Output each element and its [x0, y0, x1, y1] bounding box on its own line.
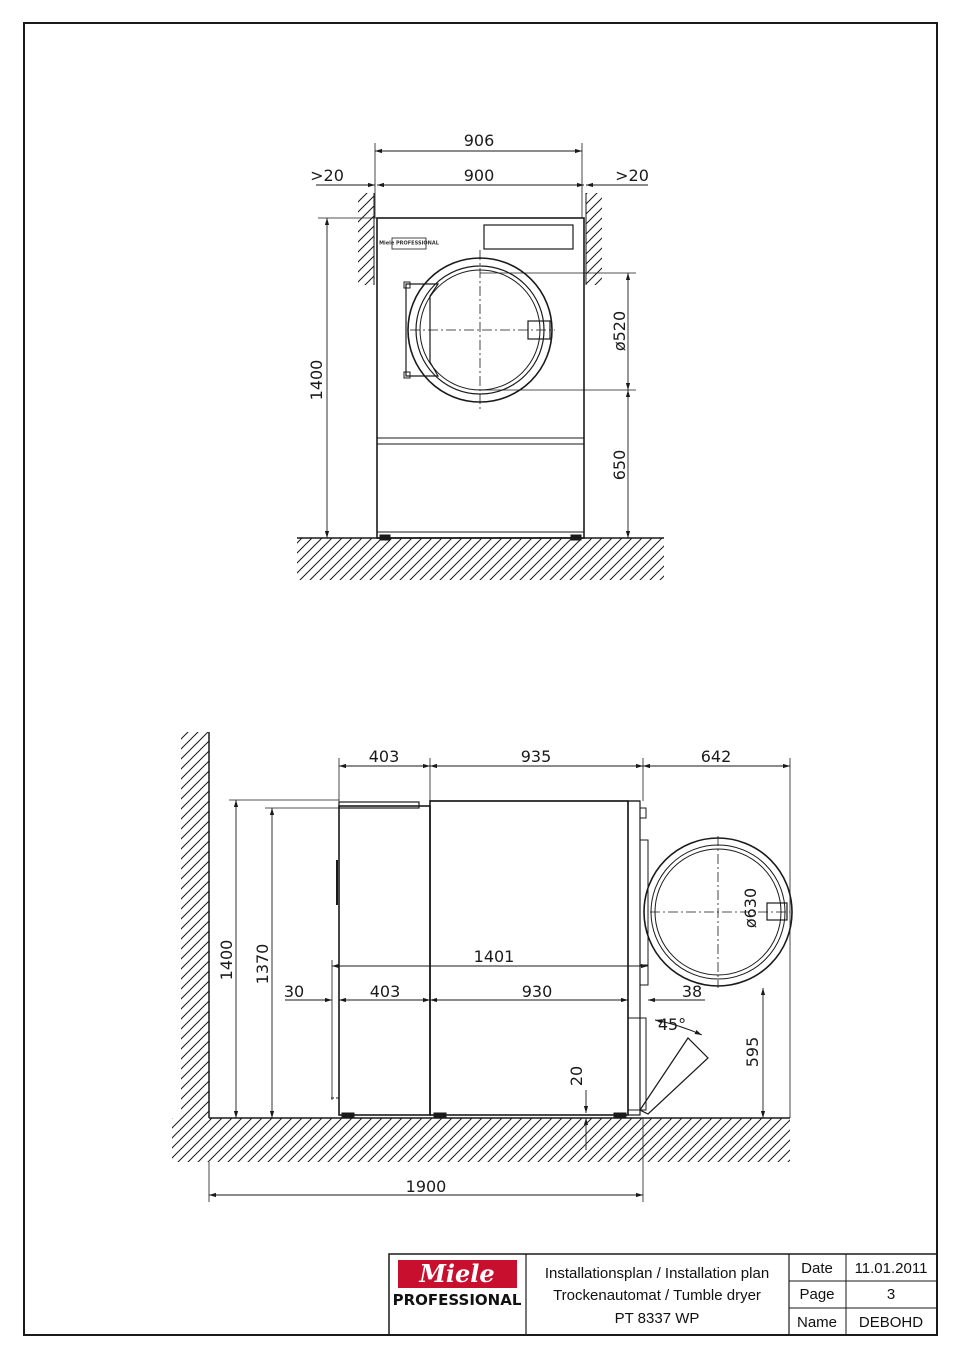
- front-view: Miele PROFESSIONAL: [297, 143, 664, 580]
- dim-side-642: 642: [701, 747, 732, 766]
- front-logo-plate: [391, 237, 427, 250]
- name-value: DEBOHD: [859, 1314, 923, 1331]
- front-right-wall: [586, 193, 602, 285]
- side-view: [172, 732, 793, 1202]
- dim-900: 900: [464, 166, 495, 185]
- title-line-tumble-dryer: Trockenautomat / Tumble dryer: [553, 1287, 761, 1304]
- title-block: [388, 1253, 938, 1336]
- name-label: Name: [797, 1314, 837, 1331]
- dim-side-403-foot: 403: [370, 982, 401, 1001]
- front-door-hinge: [405, 283, 440, 377]
- dim-front-height: 1400: [307, 360, 326, 401]
- side-rear-section: [338, 805, 431, 1116]
- date-label: Date: [801, 1260, 833, 1277]
- dim-906: 906: [464, 131, 495, 150]
- side-floor-hatch: [172, 1118, 790, 1162]
- front-left-wall: [358, 193, 374, 285]
- dim-side-930: 930: [522, 982, 553, 1001]
- dim-side-1900: 1900: [406, 1177, 447, 1196]
- dim-side-403-top: 403: [369, 747, 400, 766]
- dim-side-1370: 1370: [253, 944, 272, 985]
- date-value: 11.01.2011: [855, 1260, 928, 1277]
- side-wall-hatch: [181, 732, 209, 1118]
- dim-side-935: 935: [521, 747, 552, 766]
- page-value: 3: [887, 1286, 895, 1303]
- dim-door-diameter-520: ø520: [610, 311, 629, 351]
- dim-side-38: 38: [682, 982, 702, 1001]
- dim-door-center-650: 650: [610, 450, 629, 481]
- dim-side-1400: 1400: [217, 940, 236, 981]
- dim-side-diameter-630: ø630: [741, 888, 760, 928]
- miele-logo-professional: PROFESSIONAL: [393, 1291, 522, 1309]
- side-lint-door: [639, 1037, 709, 1115]
- dim-side-45-degree: 45°: [658, 1015, 686, 1034]
- dim-side-30: 30: [284, 982, 304, 1001]
- miele-logo-word: Miele: [418, 1259, 494, 1288]
- front-floor-hatch: [297, 538, 664, 580]
- front-display-panel: [483, 224, 574, 250]
- side-front-panel: [627, 800, 641, 1116]
- dim-side-595: 595: [743, 1037, 762, 1068]
- page-label: Page: [799, 1286, 834, 1303]
- title-block-frame: [388, 1253, 938, 1336]
- dim-side-1401: 1401: [474, 947, 515, 966]
- title-line-installation-plan: Installationsplan / Installation plan: [545, 1265, 769, 1282]
- side-door-handle: [766, 902, 788, 921]
- miele-logo-box: [398, 1260, 517, 1288]
- title-line-model: PT 8337 WP: [615, 1310, 700, 1327]
- dim-right-clearance: >20: [615, 166, 649, 185]
- dim-left-clearance: >20: [310, 166, 344, 185]
- side-main-section: [429, 800, 629, 1116]
- front-logo-text: Miele PROFESSIONAL: [379, 241, 440, 247]
- dim-side-20: 20: [567, 1066, 586, 1086]
